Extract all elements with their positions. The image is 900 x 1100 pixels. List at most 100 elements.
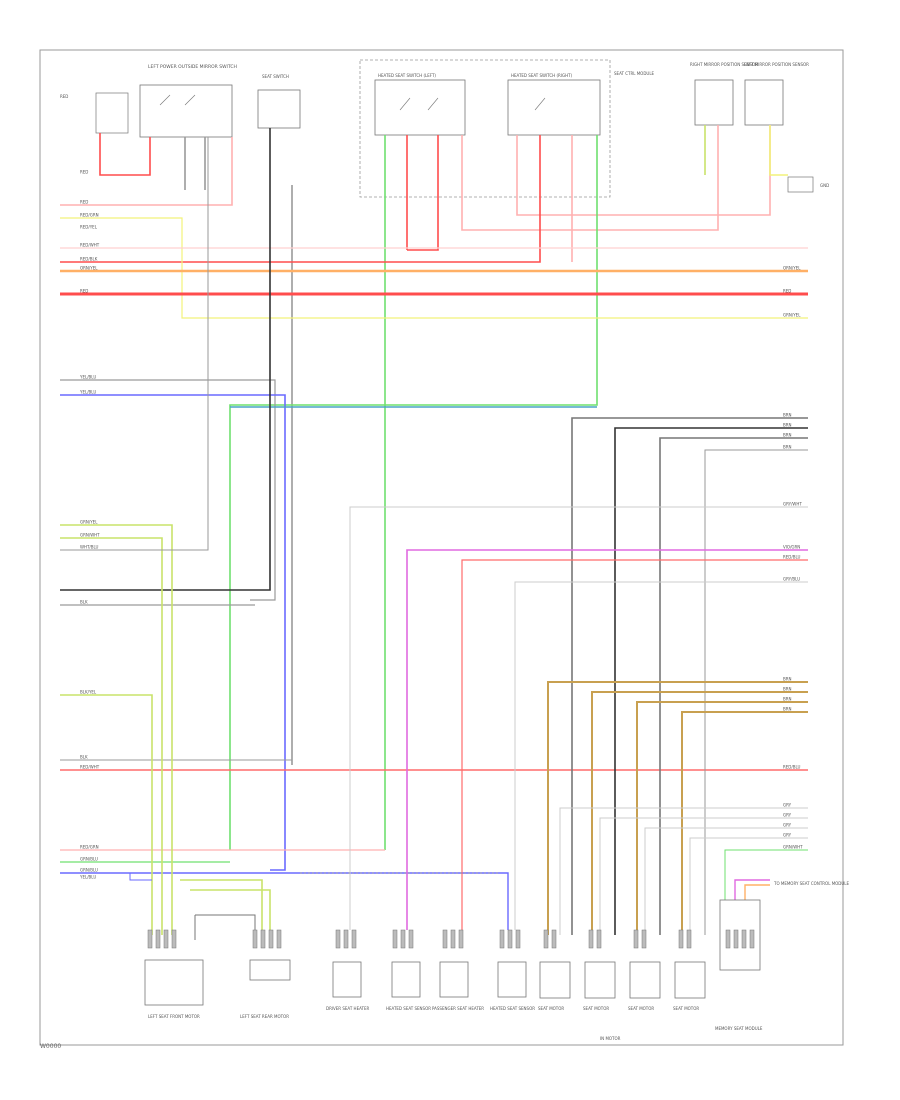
connector-pin [276,929,282,949]
right-wire-label: BRN [783,707,792,712]
bottom-connectors [144,899,761,1006]
horizontal-bus-wires [60,185,808,930]
svg-text:IN MOTOR: IN MOTOR [600,1036,621,1041]
left-wire-label: RED/GRN [80,213,99,218]
svg-text:DRIVER SEAT HEATER: DRIVER SEAT HEATER [326,1006,369,1011]
right-wire-label: GRN/YEL [783,313,801,318]
left-wire-label: GRN/BLU [80,868,98,873]
left-wire-label: RED [80,289,88,294]
right-wire-label: GRY/BLU [783,577,800,582]
connector-pin [596,929,602,949]
svg-text:SEAT MOTOR: SEAT MOTOR [673,1006,699,1011]
right-wire-label: BRN [783,687,792,692]
svg-text:SEAT MOTOR: SEAT MOTOR [538,1006,564,1011]
left-mirror-switch: LEFT POWER OUTSIDE MIRROR SWITCH [139,64,237,138]
connector-pin [392,929,398,949]
connector-pin [260,929,266,949]
connector-pin [725,929,731,949]
svg-text:GND: GND [820,183,829,188]
diagram-frame [39,49,844,1046]
connector-pin [686,929,692,949]
right-wire-label: RED [783,289,791,294]
connector-pin [588,929,594,949]
connector-pin [400,929,406,949]
connector-pin [507,929,513,949]
heated-seat-switch-group: HEATED SEAT SWITCH (LEFT) HEATED SEAT SW… [359,59,655,198]
connector-pin [343,929,349,949]
connector-pin [678,929,684,949]
right-mirror-sensors: RIGHT MIRROR POSITION SENSOR LEFT MIRROR… [690,62,829,193]
right-wire-label: GRY [783,823,792,828]
svg-text:SEAT SWITCH: SEAT SWITCH [262,74,289,79]
left-wire-label: RED/BLK [80,257,98,262]
connector-pin [515,929,521,949]
left-wire-label: YEL/BLU [79,390,96,395]
right-wire-label: VIO/GRN [783,545,800,550]
left-wire-label: RED [80,200,88,205]
svg-text:LEFT POWER OUTSIDE MIRROR SWIT: LEFT POWER OUTSIDE MIRROR SWITCH [148,64,237,70]
svg-text:HEATED SEAT SENSOR: HEATED SEAT SENSOR [386,1006,431,1011]
connector-pin [749,929,755,949]
right-wire-label: GRY [783,813,792,818]
connector-pin [252,929,258,949]
connector-pin [155,929,161,949]
diagram-code: W0000 [40,1043,62,1050]
connector-pin [408,929,414,949]
right-wire-labels: ORN/YEL RED GRN/YEL BRN BRN BRN BRN GRY/WHT VIO/… [783,266,803,850]
passenger-mirror-switch: RED [60,92,129,134]
svg-text:SEAT MOTOR: SEAT MOTOR [583,1006,609,1011]
connector-pins [147,929,755,949]
connector-pin [450,929,456,949]
svg-text:HEATED SEAT SENSOR: HEATED SEAT SENSOR [490,1006,535,1011]
brown-harness [547,681,808,935]
connector-pin [633,929,639,949]
connector-pin [551,929,557,949]
connector-pin [171,929,177,949]
svg-text:LEFT MIRROR POSITION SENSOR: LEFT MIRROR POSITION SENSOR [744,62,809,67]
right-wire-label: BRN [783,445,792,450]
connector-pin [499,929,505,949]
svg-text:RIGHT MIRROR POSITION SENSOR: RIGHT MIRROR POSITION SENSOR [690,62,758,67]
right-wire-label: BRN [783,413,792,418]
connector-pin [741,929,747,949]
right-wire-label: ORN/YEL [783,266,801,271]
left-wire-label: BLK [80,600,88,605]
connector-pin [641,929,647,949]
connector-pin [458,929,464,949]
yellowgreen-harness [60,137,271,940]
svg-text:RED: RED [60,94,68,99]
left-wire-label: ORN/YEL [80,266,98,271]
right-wire-label: GRN/WHT [783,845,803,850]
connector-pin [268,929,274,949]
left-wire-label: GRN/BLU [80,857,98,862]
left-wire-labels: RED RED RED/GRN RED/YEL RED/WHT RED/BLK ORN/YE… [79,170,100,880]
left-wire-label: BLK/YEL [80,690,97,695]
bottom-labels: LEFT SEAT FRONT MOTOR LEFT SEAT REAR MOT… [148,881,850,1041]
connector-pin [543,929,549,949]
right-wire-label: GRY/WHT [783,502,802,507]
svg-text:LEFT SEAT FRONT MOTOR: LEFT SEAT FRONT MOTOR [148,1014,200,1019]
left-wire-label: GRN/YEL [80,520,98,525]
connector-pin [733,929,739,949]
svg-text:PASSENGER SEAT HEATER: PASSENGER SEAT HEATER [432,1006,484,1011]
connector-pin [351,929,357,949]
connector-pin [442,929,448,949]
seat-switch: SEAT SWITCH [257,74,301,129]
left-wire-label: BLK [80,755,88,760]
left-wire-label: RED/YEL [80,225,98,230]
svg-text:TO MEMORY SEAT CONTROL MODULE: TO MEMORY SEAT CONTROL MODULE [773,881,850,886]
connector-pin [163,929,169,949]
right-wire-label: GRY [783,833,792,838]
left-wire-label: RED [80,170,88,175]
right-wire-label: RED/BLU [783,765,801,770]
svg-text:MEMORY SEAT MODULE: MEMORY SEAT MODULE [715,1026,763,1031]
svg-text:SEAT MOTOR: SEAT MOTOR [628,1006,654,1011]
right-wire-label: BRN [783,423,792,428]
connector-pin [335,929,341,949]
lower-right-wires [559,807,808,935]
svg-text:LEFT SEAT REAR MOTOR: LEFT SEAT REAR MOTOR [240,1014,289,1019]
right-wire-label: RED/BLU [783,555,801,560]
left-wire-label: RED/WHT [80,765,100,770]
svg-text:HEATED SEAT SWITCH (LEFT): HEATED SEAT SWITCH (LEFT) [378,73,436,78]
